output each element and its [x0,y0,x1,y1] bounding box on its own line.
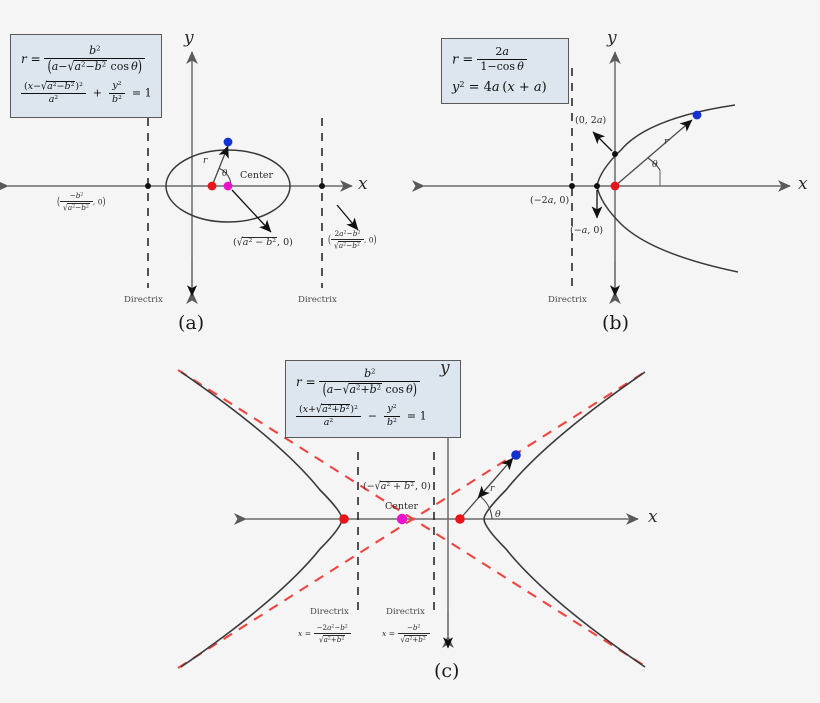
panel-a-point-vertex-label: (√a2 − b2, 0) [233,235,293,249]
panel-c-center-label: Center [385,501,418,512]
panel-b-focus-point [610,181,620,191]
panel-c-curve-point [511,450,521,460]
panel-a-right-leader [336,204,359,231]
panel-c-radius-backarrow [477,472,501,499]
panel-a-caption: (a) [178,312,205,334]
panel-b-x-axis-label: x [798,174,808,194]
panel-c-center-point [396,513,408,525]
panel-b-radius-vector [614,119,693,187]
panel-a-vertex-leader [231,189,272,233]
panel-b-polar-equation: r = 2a 1−cos θ [452,45,558,74]
panel-a-point-left-label: ( −b2 √a2−b2 , 0) [57,191,106,213]
panel-a-y-axis-label: y [184,28,194,48]
panel-b-directrix-label: Directrix [548,295,587,305]
panel-b-vertex-tick [594,183,600,189]
panel-b-theta-arc [647,157,661,171]
panel-c-left-focus-point [339,514,349,524]
panel-c-right-focus-point [455,514,465,524]
panel-a-point-right-label: ( 2a2−b2 √a2−b2 , 0) [328,229,377,251]
panel-c-x-axis-label: x [648,507,658,527]
panel-b-top-leader [592,131,613,152]
panel-c-caption: (c) [434,660,460,682]
panel-b-point-vertex-label: (−a, 0) [570,224,604,236]
panel-c-directrix-left-equation: x = −2a2−b2 √a2+b2 [298,623,351,644]
panel-a-formula-box: r = b2 (a−√a2−b2 cos θ) (x−√a2−b2)2 a2 +… [10,34,162,118]
panel-c-right-branch [483,371,646,668]
panel-c-hyperbola [177,369,649,669]
panel-b-curve-point [692,110,702,120]
panel-a-directrix-right-label: Directrix [298,295,337,305]
panel-a-polar-equation: r = b2 (a−√a2−b2 cos θ) [21,44,151,76]
panel-b-point-top-label: (0, 2a) [575,114,607,126]
panel-a-curve-point [223,137,233,147]
panel-a-radius-vector [211,145,229,187]
panel-a-cartesian-equation: (x−√a2−b2)2 a2 + y2 b2 = 1 [21,80,152,106]
panel-a-center-point [223,181,233,191]
panel-b-formula-box: r = 2a 1−cos θ y2 = 4a (x + a) [441,38,569,104]
panel-b-theta-label: θ [652,159,658,170]
panel-b-parabola [412,51,791,304]
panel-c-theta-label: θ [495,509,501,520]
panel-b-top-tick [612,151,618,157]
panel-c-cartesian-equation: (x+√a2+b2)2 a2 − y2 b2 = 1 [296,403,450,429]
panel-a-center-label: Center [240,170,273,181]
panel-c-polar-equation: r = b2 (a−√a2+b2 cos θ) [296,367,450,399]
panel-b-y-axis-label: y [607,28,617,48]
panel-a-theta-label: θ [222,169,228,179]
panel-c-center-coord-label: (−√a2 + b2, 0) [363,479,431,493]
panel-a-ellipse [0,51,359,304]
panel-a-left-tick [145,183,151,189]
panel-c-radius-label: r [490,484,495,494]
panel-b-radius-label: r [664,137,669,147]
panel-c-y-axis-label: y [440,358,450,378]
panel-b-cartesian-equation: y2 = 4a (x + a) [452,80,547,96]
panel-c-theta-arc [480,496,493,520]
panel-c-formula-box: r = b2 (a−√a2+b2 cos θ) (x+√a2+b2)2 a2 −… [285,360,461,438]
panel-c-directrix-left-label: Directrix [310,607,349,617]
panel-b-point-left-label: (−2a, 0) [530,194,570,206]
panel-c-asymptote-2 [177,369,649,669]
panel-b-caption: (b) [602,312,629,334]
panel-a-directrix-left-label: Directrix [124,295,163,305]
panel-c-directrix-right-label: Directrix [386,607,425,617]
panel-a-x-axis-label: x [358,174,368,194]
panel-a-right-tick [319,183,325,189]
panel-b-left-tick [569,183,575,189]
panel-a-radius-label: r [203,156,208,166]
panel-a-focus-point [207,181,217,191]
panel-c-directrix-right-equation: x = −b2 √a2+b2 [382,623,430,644]
